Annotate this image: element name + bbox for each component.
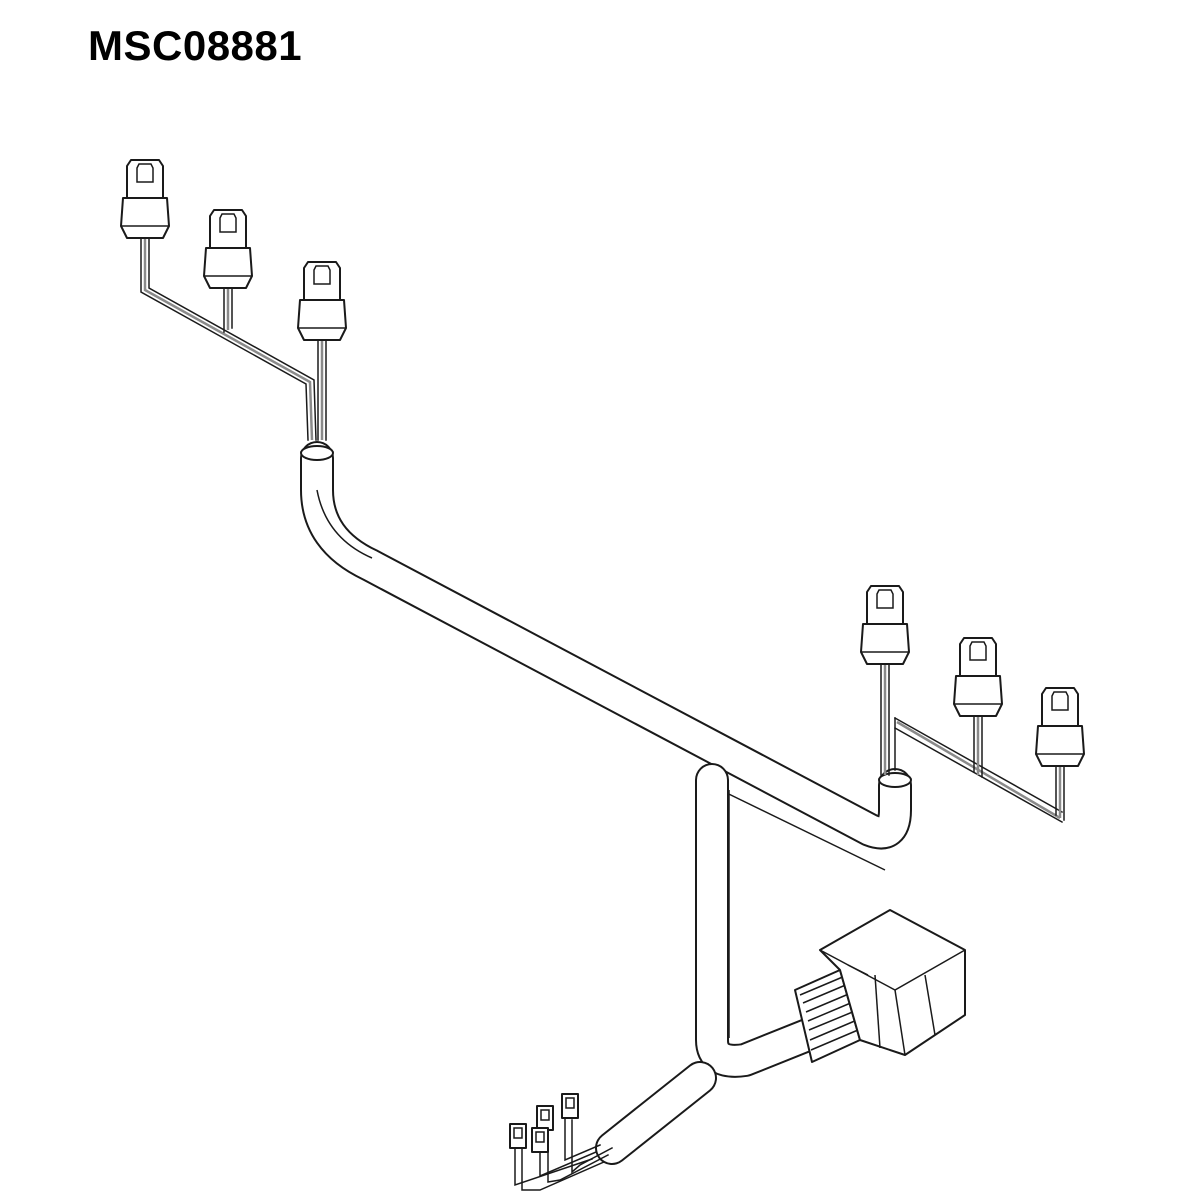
right-wire-branch (880, 661, 1065, 824)
right-plug-connector (860, 585, 910, 665)
left-plug-connector (203, 209, 253, 289)
drop-tube (695, 763, 837, 1078)
right-plug-connector (953, 637, 1003, 717)
part-number-title: MSC08881 (88, 22, 303, 69)
pigtail-terminal (531, 1127, 549, 1153)
pigtail-tube (595, 1061, 717, 1165)
tube-end-cap-left (300, 445, 334, 461)
left-plug-connector (297, 261, 347, 341)
main-harness-tube (300, 441, 912, 871)
pigtail-terminal (509, 1123, 527, 1149)
main-connector-block (794, 909, 966, 1063)
right-plug-connector (1035, 687, 1085, 767)
left-plug-connector (120, 159, 170, 239)
pigtail-terminal (561, 1093, 579, 1119)
pigtail-wires (514, 1117, 614, 1191)
tube-end-cap-right (878, 772, 912, 788)
pigtail-terminal (536, 1105, 554, 1131)
left-wire-branch (140, 234, 327, 441)
